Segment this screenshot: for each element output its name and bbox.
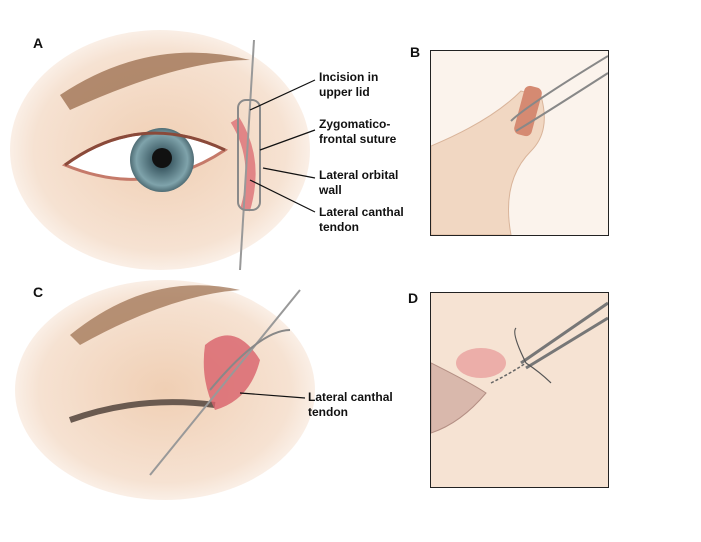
panel-c-eye-illustration bbox=[15, 280, 315, 500]
leader-line-c bbox=[239, 392, 306, 399]
label-zygomatico-frontal-suture: Zygomatico-frontal suture bbox=[319, 117, 397, 146]
panel-label-b: B bbox=[410, 44, 421, 60]
pupil bbox=[152, 148, 172, 168]
incision-tissue bbox=[230, 117, 256, 212]
panel-label-c: C bbox=[33, 284, 44, 300]
leader-lines-a bbox=[249, 79, 316, 213]
panel-b-box bbox=[430, 50, 609, 236]
retractor bbox=[239, 39, 255, 271]
panel-a-eye-illustration bbox=[10, 30, 310, 271]
panel-b-tendon-illustration bbox=[431, 51, 608, 235]
panel-label-d: D bbox=[408, 290, 419, 306]
panel-d-box bbox=[430, 292, 609, 488]
eyebrow bbox=[60, 52, 250, 110]
panel-d-suture-illustration bbox=[431, 293, 608, 487]
panel-label-a: A bbox=[33, 35, 44, 51]
